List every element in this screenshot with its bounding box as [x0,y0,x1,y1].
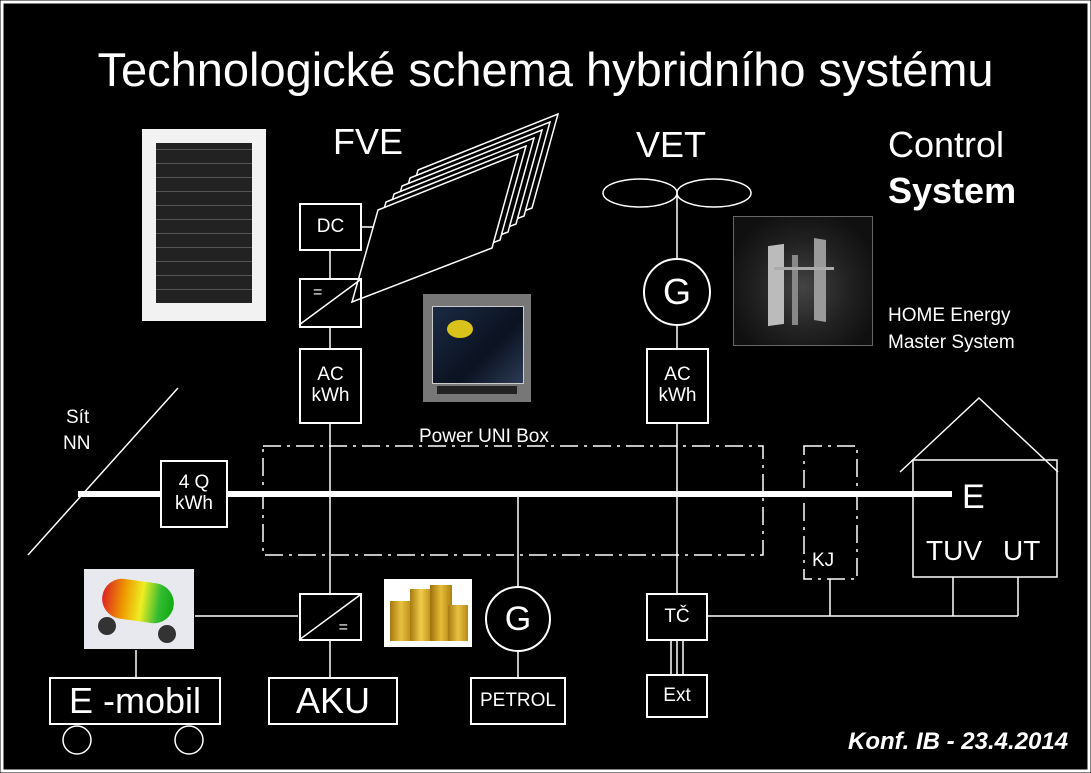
home-energy-label-line1: HOME Energy [888,305,1011,326]
ut-label: UT [1003,535,1041,566]
ext-box: Ext [646,674,708,718]
control-label-line2: System [888,170,1017,211]
four-quadrant-meter-box: 4 Q kWh [160,460,228,528]
kwh-left-label: kWh [311,385,350,406]
consumer-e-label: E [962,478,985,516]
aku-label: AKU [295,680,371,722]
inverter-top-symbol: = [313,284,323,301]
footer-label: Konf. IB - 23.4.2014 [848,728,1069,755]
emobil-box: E -mobil [49,677,221,725]
emobil-wheel-left [62,725,92,755]
grid-label-sit: Sít [66,407,90,428]
page-title: Technologické schema hybridního systému [97,43,994,96]
tc-label: TČ [664,605,690,627]
kj-label: KJ [812,550,835,571]
petrol-label: PETROL [479,689,557,711]
ac-kwh-right-box: AC kWh [646,348,709,424]
house-roof [899,396,1059,473]
power-uni-box-label: Power UNI Box [419,426,549,447]
gold-bars-photo [384,579,472,647]
power-uni-box-outline [262,445,764,556]
power-box-photo [423,294,531,402]
grid-diagonal-line [27,387,179,556]
emobil-wheel-right [174,725,204,755]
battery-car-photo [84,569,194,649]
inverter-bottom-box: = [299,593,362,641]
emobil-label: E -mobil [68,680,202,722]
solar-panel-photo [142,129,266,321]
four-q-kwh-label: kWh [175,493,213,514]
petrol-box: PETROL [470,677,566,725]
wind-generator-circle: G [643,258,711,326]
petrol-generator-label: G [504,599,532,638]
control-label-line1: Control [888,124,1005,165]
ext-label: Ext [663,684,691,706]
dc-box: DC [299,203,362,251]
inverter-bottom-symbol: = [338,619,348,637]
aku-box: AKU [268,677,398,725]
petrol-generator-circle: G [485,586,551,652]
heat-pump-box: TČ [646,593,708,641]
vet-label: VET [636,124,707,165]
inverter-top-box: = [299,278,362,328]
kwh-right-label: kWh [658,385,697,406]
ac-right-label: AC [664,364,691,386]
tuv-label: TUV [926,535,982,566]
home-energy-label-line2: Master System [888,332,1015,353]
ac-left-label: AC [317,364,344,386]
wind-turbine-photo [733,216,873,346]
wind-rotor-icon [602,178,752,208]
house-body [912,459,1058,578]
solar-panels-icon [350,112,560,304]
wind-generator-label: G [662,271,691,312]
fve-label: FVE [333,121,404,162]
ac-kwh-left-box: AC kWh [299,348,362,424]
grid-label-nn: NN [63,433,91,454]
four-q-label: 4 Q [178,472,210,494]
dc-label: DC [316,215,345,237]
